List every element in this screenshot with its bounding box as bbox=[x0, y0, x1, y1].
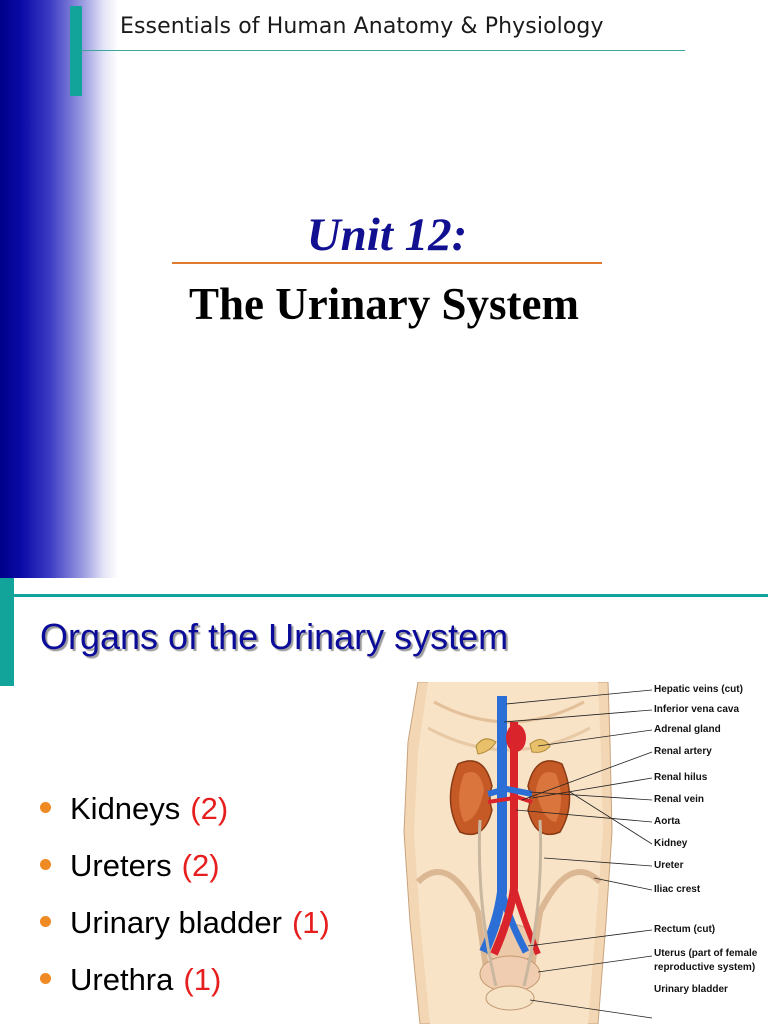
label-renal-artery: Renal artery bbox=[654, 746, 712, 757]
unit-title: Unit 12: bbox=[306, 209, 468, 261]
label-inferior-vena-cava: Inferior vena cava bbox=[654, 704, 740, 715]
label-ureter: Ureter bbox=[654, 860, 684, 871]
organ-name: Urethra bbox=[70, 961, 174, 997]
title-slide: Essentials of Human Anatomy & Physiology… bbox=[0, 0, 685, 578]
course-header: Essentials of Human Anatomy & Physiology bbox=[120, 14, 604, 39]
label-kidney: Kidney bbox=[654, 838, 688, 849]
label-adrenal-gland: Adrenal gland bbox=[654, 724, 721, 735]
list-item: Urethra (1) bbox=[40, 951, 330, 1008]
bullet-dot bbox=[40, 973, 51, 984]
label-rectum: Rectum (cut) bbox=[654, 924, 716, 935]
slide-top-rule bbox=[14, 594, 768, 597]
list-item: Kidneys (2) bbox=[40, 780, 330, 837]
anatomy-illustration bbox=[403, 682, 653, 1024]
label-uterus-cont: reproductive system) bbox=[654, 962, 756, 973]
label-urinary-bladder: Urinary bladder bbox=[654, 984, 728, 995]
slide-heading: Organs of the Urinary system bbox=[40, 616, 509, 657]
organ-name: Urinary bladder bbox=[70, 904, 282, 940]
bullet-dot bbox=[40, 916, 51, 927]
organ-name: Kidneys bbox=[70, 790, 181, 826]
list-item: Urinary bladder (1) bbox=[40, 894, 330, 951]
list-item: Ureters (2) bbox=[40, 837, 330, 894]
organ-count: (2) bbox=[181, 847, 220, 883]
organ-count: (1) bbox=[291, 904, 330, 940]
organ-count: (2) bbox=[190, 790, 229, 826]
label-iliac-crest: Iliac crest bbox=[654, 884, 701, 895]
label-hepatic-veins: Hepatic veins (cut) bbox=[654, 684, 743, 695]
header-accent-bar bbox=[70, 6, 82, 96]
slide-title: The Urinary System bbox=[189, 279, 579, 329]
organ-list: Kidneys (2) Ureters (2) Urinary bladder … bbox=[40, 780, 330, 1008]
label-renal-hilus: Renal hilus bbox=[654, 772, 708, 783]
label-renal-vein: Renal vein bbox=[654, 794, 705, 805]
organ-count: (1) bbox=[183, 961, 222, 997]
organs-slide: Organs of the Urinary system Kidneys (2)… bbox=[0, 578, 768, 1024]
label-aorta: Aorta bbox=[654, 816, 681, 827]
side-gradient-band bbox=[0, 0, 118, 578]
label-uterus: Uterus (part of female bbox=[654, 948, 758, 959]
bullet-dot bbox=[40, 859, 51, 870]
title-underline bbox=[172, 262, 602, 264]
header-rule bbox=[82, 50, 685, 51]
slide-accent-bar bbox=[0, 578, 14, 686]
organ-name: Ureters bbox=[70, 847, 172, 883]
urinary-system-diagram: Hepatic veins (cut) Inferior vena cava A… bbox=[398, 682, 768, 1024]
bullet-dot bbox=[40, 802, 51, 813]
